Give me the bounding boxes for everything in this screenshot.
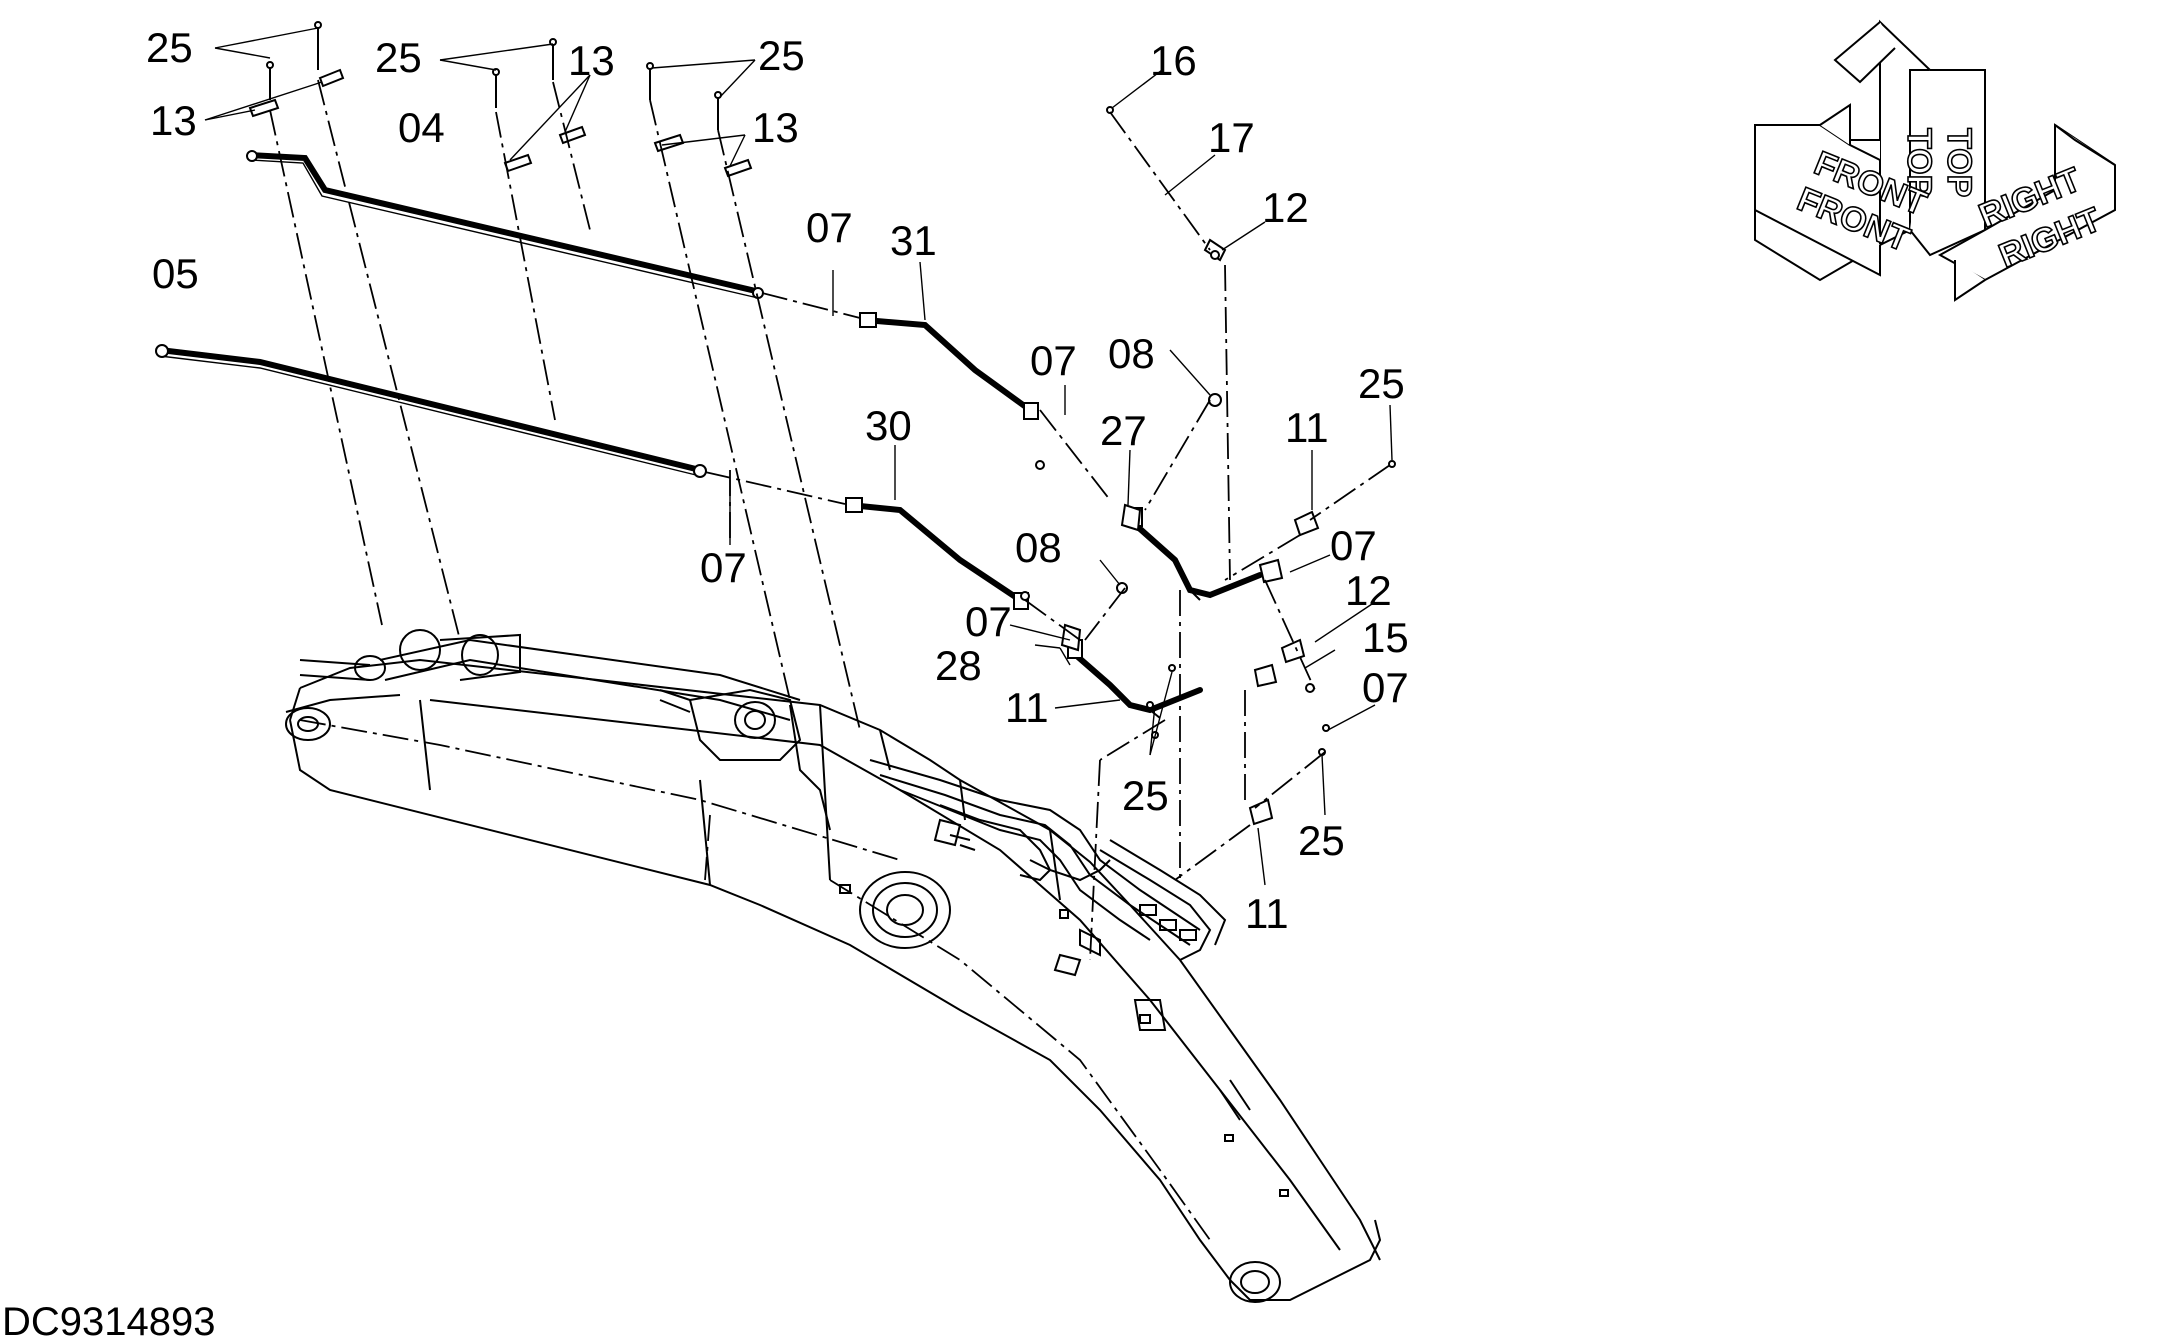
orientation-label-top: TOP [1940, 128, 1978, 197]
callout-13: 13 [568, 37, 615, 84]
boom-assembly [285, 629, 1382, 1303]
callout-25: 25 [146, 24, 193, 71]
drawing-number: DC9314893 [2, 1300, 216, 1344]
tube-assembly-right [1067, 507, 1263, 719]
arm-cylinder-bracket [659, 688, 831, 831]
callout-12: 12 [1262, 184, 1309, 231]
callout-11: 11 [1245, 890, 1289, 937]
callout-25: 25 [758, 32, 805, 79]
callout-31: 31 [890, 217, 937, 264]
callout-15: 15 [1362, 614, 1409, 661]
clamps-and-bolts [248, 21, 1396, 826]
callout-07: 07 [1362, 664, 1409, 711]
callout-16: 16 [1150, 37, 1197, 84]
callout-labels: 25 13 25 13 04 25 13 05 16 17 12 07 31 0… [146, 24, 1409, 937]
callout-07: 07 [806, 204, 853, 251]
callout-08: 08 [1015, 524, 1062, 571]
callout-30: 30 [865, 402, 912, 449]
pipe-05 [155, 344, 707, 478]
callout-11: 11 [1285, 404, 1329, 451]
callout-27: 27 [1100, 407, 1147, 454]
callout-28: 28 [935, 642, 982, 689]
assembly-center-lines [269, 79, 1391, 961]
orientation-indicator: TOP TOP FRONT FRONT RIGHT RIGHT [1754, 19, 2116, 302]
callout-13: 13 [752, 104, 799, 151]
callout-25: 25 [1298, 817, 1345, 864]
callout-07: 07 [1030, 337, 1077, 384]
callout-04: 04 [398, 104, 445, 151]
callout-05: 05 [152, 250, 199, 297]
boom-hose-bundle [869, 759, 1227, 977]
callout-25: 25 [1358, 360, 1405, 407]
callout-11: 11 [1005, 684, 1049, 731]
hose-31 [859, 312, 1039, 420]
callout-25: 25 [375, 34, 422, 81]
orientation-label-top: TOP [1900, 128, 1938, 197]
callout-25: 25 [1122, 772, 1169, 819]
callout-17: 17 [1208, 114, 1255, 161]
callout-13: 13 [150, 97, 197, 144]
callout-07: 07 [700, 544, 747, 591]
hose-30 [845, 497, 1029, 610]
callout-07: 07 [1330, 522, 1377, 569]
callout-07: 07 [965, 598, 1012, 645]
callout-12: 12 [1345, 567, 1392, 614]
callout-08: 08 [1108, 330, 1155, 377]
leader-lines [204, 27, 1393, 886]
pipe-04 [246, 150, 764, 299]
